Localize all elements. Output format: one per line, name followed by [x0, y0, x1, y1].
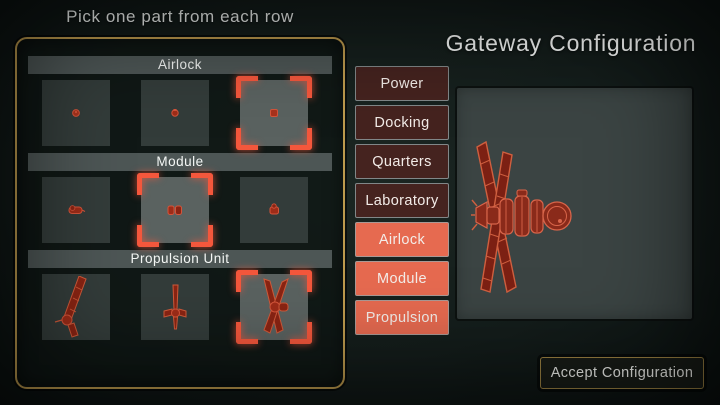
category-button-module[interactable]: Module [355, 261, 449, 296]
selection-bracket-icon [236, 322, 258, 344]
airlock-part-icon [72, 109, 80, 117]
selection-bracket-icon [236, 270, 258, 292]
module-part-icon [167, 205, 182, 215]
category-button-propulsion[interactable]: Propulsion [355, 300, 449, 335]
module-part-icon [269, 203, 279, 215]
part-cell-airlock-1[interactable] [42, 80, 110, 146]
row-header-module: Module [28, 153, 332, 171]
station-preview-image [471, 140, 572, 294]
selection-bracket-icon [236, 76, 258, 98]
category-button-power[interactable]: Power [355, 66, 449, 101]
parts-selection-panel: Airlock [15, 37, 345, 389]
category-button-quarters[interactable]: Quarters [355, 144, 449, 179]
category-button-list: Power Docking Quarters Laboratory Airloc… [355, 66, 449, 339]
airlock-part-icon [270, 109, 278, 117]
selection-bracket-icon [191, 173, 213, 195]
category-button-airlock[interactable]: Airlock [355, 222, 449, 257]
row-header-propulsion: Propulsion Unit [28, 250, 332, 268]
row-header-airlock: Airlock [28, 56, 332, 74]
propulsion-part-icon [263, 278, 289, 334]
part-row-airlock: Airlock [17, 56, 343, 150]
part-row-propulsion: Propulsion Unit [17, 250, 343, 344]
part-cell-airlock-2[interactable] [141, 80, 209, 146]
selection-bracket-icon [290, 322, 312, 344]
category-button-laboratory[interactable]: Laboratory [355, 183, 449, 218]
module-part-icon [68, 205, 86, 214]
selection-bracket-icon [290, 270, 312, 292]
category-button-docking[interactable]: Docking [355, 105, 449, 140]
part-cell-propulsion-2[interactable] [141, 274, 209, 340]
selection-bracket-icon [191, 225, 213, 247]
part-cell-airlock-3[interactable] [236, 76, 312, 150]
airlock-part-icon [171, 109, 179, 117]
selection-bracket-icon [236, 128, 258, 150]
accept-configuration-button[interactable]: Accept Configuration [540, 357, 704, 389]
page-title: Gateway Configuration [445, 30, 697, 56]
station-preview-panel [457, 88, 692, 319]
part-cell-module-2[interactable] [137, 173, 213, 247]
propulsion-part-icon [54, 276, 87, 338]
part-cell-propulsion-3[interactable] [236, 270, 312, 344]
row-cells [17, 171, 343, 247]
part-row-module: Module [17, 153, 343, 247]
part-cell-propulsion-1[interactable] [42, 274, 110, 340]
part-cell-module-3[interactable] [240, 177, 308, 243]
row-cells [17, 74, 343, 150]
row-cells [17, 268, 343, 344]
selection-bracket-icon [137, 225, 159, 247]
part-cell-module-1[interactable] [42, 177, 110, 243]
selection-bracket-icon [137, 173, 159, 195]
instruction-text: Pick one part from each row [66, 7, 294, 26]
propulsion-part-icon [163, 284, 187, 330]
selection-bracket-icon [290, 128, 312, 150]
selection-bracket-icon [290, 76, 312, 98]
